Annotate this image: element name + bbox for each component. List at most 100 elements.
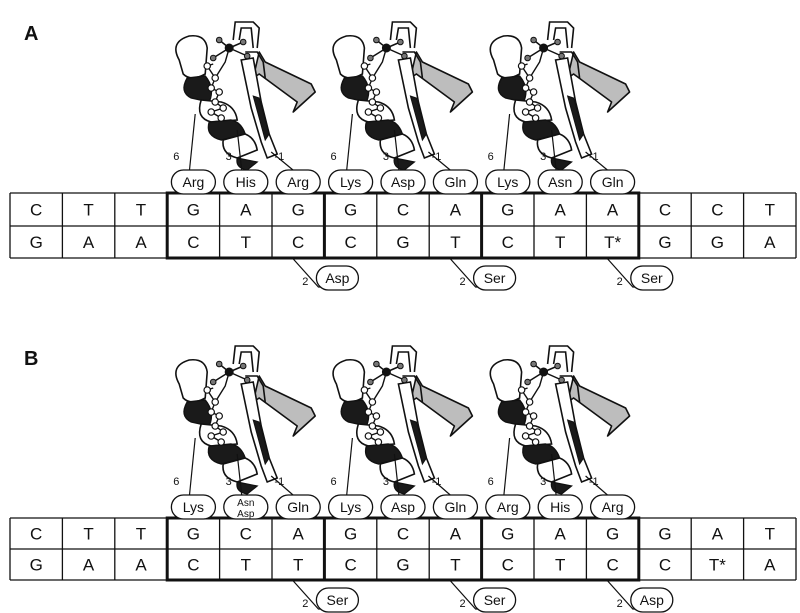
zinc-finger-structure-3 bbox=[490, 22, 629, 170]
ligand-atom bbox=[216, 361, 222, 367]
bottom-strand-base: T* bbox=[709, 556, 726, 575]
position-number: 2 bbox=[617, 276, 623, 288]
residue-label: Gln bbox=[445, 174, 467, 190]
side-chain-atom bbox=[369, 423, 375, 429]
helix-turn-top bbox=[333, 360, 364, 402]
side-chain-atom bbox=[530, 89, 536, 95]
side-chain-atom bbox=[377, 429, 383, 435]
side-chain-atom bbox=[216, 413, 222, 419]
top-strand-base: T bbox=[765, 201, 775, 220]
residue-label: Asp bbox=[640, 592, 664, 608]
ligand-atom bbox=[210, 379, 216, 385]
bottom-strand-base: C bbox=[502, 233, 514, 252]
top-strand-base: A bbox=[607, 201, 619, 220]
position-number: -1 bbox=[432, 476, 442, 488]
side-chain-atom bbox=[377, 105, 383, 111]
position-2-contact: 2Ser bbox=[292, 580, 358, 612]
side-chain-atom bbox=[208, 109, 214, 115]
panel-label: A bbox=[24, 23, 38, 45]
side-chain-atom bbox=[526, 423, 532, 429]
position-number: 3 bbox=[226, 476, 232, 488]
side-chain-atom bbox=[526, 99, 532, 105]
side-chain-atom bbox=[522, 85, 528, 91]
side-chain-atom bbox=[365, 433, 371, 439]
residue-label: Arg bbox=[602, 499, 624, 515]
helix-turn-dark bbox=[341, 76, 368, 102]
top-strand-base: G bbox=[658, 525, 671, 544]
side-chain-atom bbox=[220, 105, 226, 111]
side-chain-atom bbox=[218, 439, 224, 445]
ligand-atom bbox=[555, 363, 561, 369]
bottom-strand-base: G bbox=[658, 233, 671, 252]
position-2-contact: 2Ser bbox=[607, 258, 673, 290]
ligand-atom bbox=[368, 55, 374, 61]
bottom-strand-base: T bbox=[450, 233, 460, 252]
residue-label-bottom: Asp bbox=[237, 509, 255, 520]
bottom-strand-base: G bbox=[30, 556, 43, 575]
residue-label: Lys bbox=[497, 174, 518, 190]
bottom-strand-base: A bbox=[764, 556, 776, 575]
side-chain-atom bbox=[220, 429, 226, 435]
bottom-strand-base: C bbox=[502, 556, 514, 575]
side-chain-atom bbox=[365, 409, 371, 415]
residue-label: Gln bbox=[602, 174, 624, 190]
side-chain-atom bbox=[532, 439, 538, 445]
top-strand-base: T bbox=[136, 525, 146, 544]
side-chain-atom bbox=[204, 63, 210, 69]
helix-turn-top bbox=[490, 360, 521, 402]
residue-label: Ser bbox=[484, 270, 506, 286]
ligand-atom bbox=[240, 363, 246, 369]
residue-connector bbox=[347, 438, 353, 496]
zinc-ion bbox=[225, 44, 234, 53]
position-number: 6 bbox=[330, 151, 336, 163]
top-strand-base: A bbox=[293, 525, 305, 544]
top-strand-base: C bbox=[240, 525, 252, 544]
bottom-strand-base: C bbox=[344, 233, 356, 252]
side-chain-atom bbox=[375, 439, 381, 445]
top-strand-base: A bbox=[450, 201, 462, 220]
zinc-finger-structure-1 bbox=[176, 346, 315, 494]
side-chain-atom bbox=[208, 433, 214, 439]
helix-turn-dark bbox=[498, 76, 525, 102]
bottom-strand-base: T bbox=[450, 556, 460, 575]
side-chain-atom bbox=[361, 387, 367, 393]
side-chain-atom bbox=[212, 75, 218, 81]
side-chain-atom bbox=[375, 115, 381, 121]
top-strand-base: G bbox=[344, 201, 357, 220]
top-strand-base: A bbox=[450, 525, 462, 544]
ligand-atom bbox=[398, 363, 404, 369]
bottom-strand-base: A bbox=[764, 233, 776, 252]
position-number: 6 bbox=[488, 151, 494, 163]
top-strand-base: G bbox=[292, 201, 305, 220]
bottom-strand-base: T* bbox=[604, 233, 621, 252]
zinc-finger-structure-1 bbox=[176, 22, 315, 170]
residue-label: His bbox=[236, 174, 256, 190]
helix-turn-dark bbox=[498, 400, 525, 426]
residue-label: Lys bbox=[183, 499, 204, 515]
position-number: 3 bbox=[226, 151, 232, 163]
position-number: -1 bbox=[589, 476, 599, 488]
top-strand-base: T bbox=[83, 525, 93, 544]
bottom-strand-base: A bbox=[135, 233, 147, 252]
ligand-atom bbox=[240, 39, 246, 45]
ligand-atom bbox=[244, 377, 250, 383]
panel-label: B bbox=[24, 348, 38, 370]
bottom-strand-base: C bbox=[292, 233, 304, 252]
residue-label: Arg bbox=[183, 174, 205, 190]
residue-connector bbox=[504, 438, 510, 496]
position-number: -1 bbox=[274, 476, 284, 488]
zinc-ion bbox=[225, 368, 234, 377]
bottom-strand-base: C bbox=[606, 556, 618, 575]
top-strand-base: A bbox=[555, 525, 567, 544]
ligand-atom bbox=[368, 379, 374, 385]
side-chain-atom bbox=[365, 109, 371, 115]
position-number: 3 bbox=[540, 151, 546, 163]
ligand-atom bbox=[402, 377, 408, 383]
ligand-atom bbox=[525, 55, 531, 61]
top-strand-base: G bbox=[187, 201, 200, 220]
zinc-finger-structure-3 bbox=[490, 346, 629, 494]
side-chain-atom bbox=[208, 409, 214, 415]
side-chain-atom bbox=[518, 387, 524, 393]
